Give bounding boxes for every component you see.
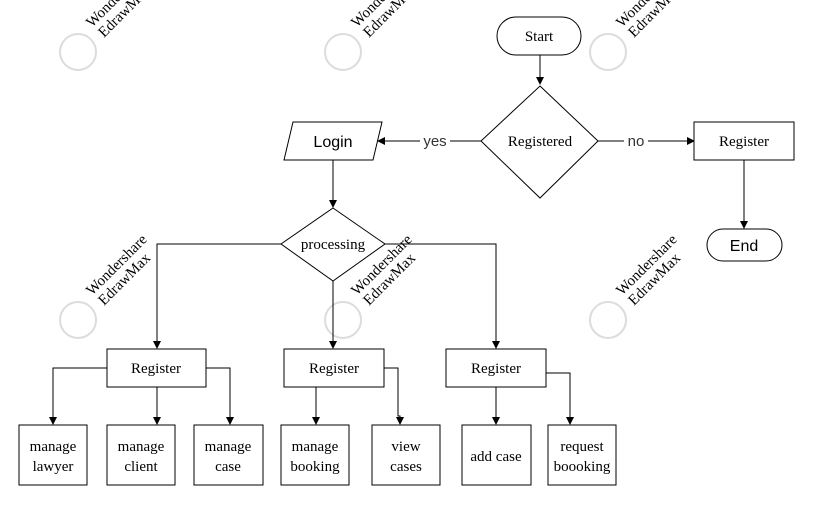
node-add-case: add case <box>461 424 532 486</box>
edraw-logo-icon <box>324 301 362 339</box>
node-manage-case-line1: manage <box>205 439 252 455</box>
edraw-logo-icon <box>589 301 627 339</box>
watermark-4: Wondershare EdrawMax <box>59 232 154 339</box>
edraw-logo-icon <box>59 33 97 71</box>
node-manage-case-line2: case <box>215 459 241 475</box>
node-manage-lawyer-line1: manage <box>30 439 77 455</box>
node-manage-client: manage client <box>106 424 176 486</box>
node-manage-client-line2: client <box>124 459 158 475</box>
node-end-label: End <box>730 238 758 255</box>
node-request-boooking-line1: request <box>560 439 604 455</box>
node-add-case-label: add case <box>470 449 522 465</box>
node-register-top-label: Register <box>719 134 769 150</box>
edge-to-manage-case <box>206 367 234 425</box>
edge-to-request-boooking <box>546 372 574 425</box>
node-registered-decision: Registered <box>480 85 599 199</box>
node-view-cases-line2: cases <box>390 459 422 475</box>
edge-processing-register-right <box>385 243 500 349</box>
node-manage-booking-line2: booking <box>290 459 340 475</box>
node-end: End <box>706 228 783 262</box>
node-request-boooking: request boooking <box>547 424 617 486</box>
edge-processing-register-left <box>153 243 281 349</box>
node-login: Login <box>283 121 383 161</box>
node-registered-label: Registered <box>508 134 573 150</box>
node-register-right-label: Register <box>471 361 521 377</box>
node-register-left: Register <box>106 348 207 388</box>
node-start: Start <box>496 16 582 56</box>
node-view-cases-line1: view <box>391 439 420 455</box>
node-manage-booking-line1: manage <box>292 439 339 455</box>
node-login-label: Login <box>313 134 352 151</box>
node-register-mid: Register <box>283 348 385 388</box>
edge-to-manage-lawyer <box>49 367 107 425</box>
node-manage-lawyer-line2: lawyer <box>33 459 74 475</box>
edraw-logo-icon <box>59 301 97 339</box>
node-manage-client-line1: manage <box>118 439 165 455</box>
node-manage-case: manage case <box>193 424 264 486</box>
edge-label-bg <box>420 132 450 150</box>
edraw-logo-icon <box>589 33 627 71</box>
node-register-left-label: Register <box>131 361 181 377</box>
edge-label-bg <box>624 132 648 150</box>
watermark-3: Wondershare EdrawMax <box>589 0 684 71</box>
node-register-mid-label: Register <box>309 361 359 377</box>
watermark-2: Wondershare EdrawMax <box>324 0 419 71</box>
edge-label-no: no <box>628 133 645 150</box>
node-register-top: Register <box>693 121 795 161</box>
watermark-1: Wondershare EdrawMax <box>59 0 154 71</box>
node-start-label: Start <box>525 29 554 45</box>
node-view-cases: view cases <box>371 424 441 486</box>
edraw-logo-icon <box>324 33 362 71</box>
node-register-right: Register <box>445 348 547 388</box>
node-processing-label: processing <box>301 237 366 253</box>
edge-label-yes: yes <box>423 133 446 150</box>
node-manage-lawyer: manage lawyer <box>18 424 88 486</box>
node-request-boooking-line2: boooking <box>554 459 611 475</box>
node-processing-decision: processing <box>280 207 386 282</box>
node-manage-booking: manage booking <box>280 424 350 486</box>
watermark-6: Wondershare EdrawMax <box>589 232 684 339</box>
edge-to-view-cases <box>384 367 404 425</box>
